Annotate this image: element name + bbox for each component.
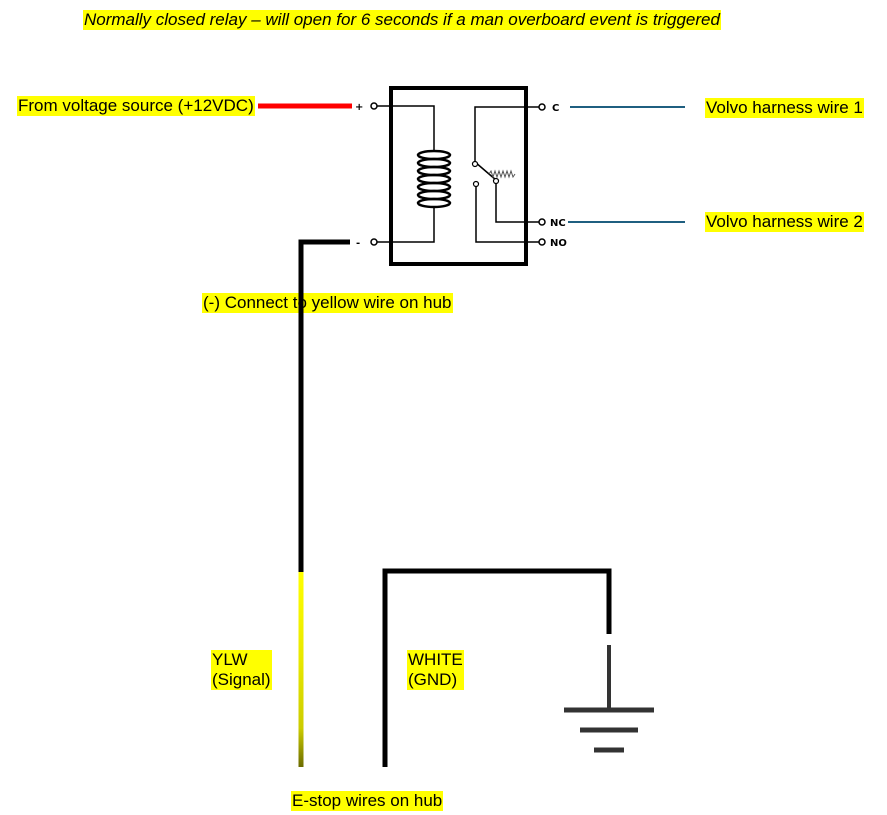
ground-icon <box>564 645 654 753</box>
pin-no-label: NO <box>550 238 567 249</box>
pin-minus-label: - <box>356 238 360 249</box>
yellow-signal-wire <box>298 572 304 767</box>
connect-yellow-label: (-) Connect to yellow wire on hub <box>202 293 453 313</box>
relay-icon <box>370 86 546 266</box>
pin-c-label: C <box>552 103 559 114</box>
voltage-source-label: From voltage source (+12VDC) <box>17 96 255 116</box>
harness-wire-1-label: Volvo harness wire 1 <box>705 98 864 118</box>
ylw-signal-label: YLW (Signal) <box>211 650 272 690</box>
estop-wires-label: E-stop wires on hub <box>291 791 444 811</box>
pin-nc-label: NC <box>550 218 566 229</box>
white-gnd-label: WHITE (GND) <box>407 650 464 690</box>
negative-wire <box>298 239 350 572</box>
harness-wire-2-label: Volvo harness wire 2 <box>705 212 864 232</box>
diagram-title: Normally closed relay – will open for 6 … <box>83 10 721 30</box>
pin-plus-label: + <box>355 102 363 113</box>
white-gnd-wire <box>382 568 612 767</box>
